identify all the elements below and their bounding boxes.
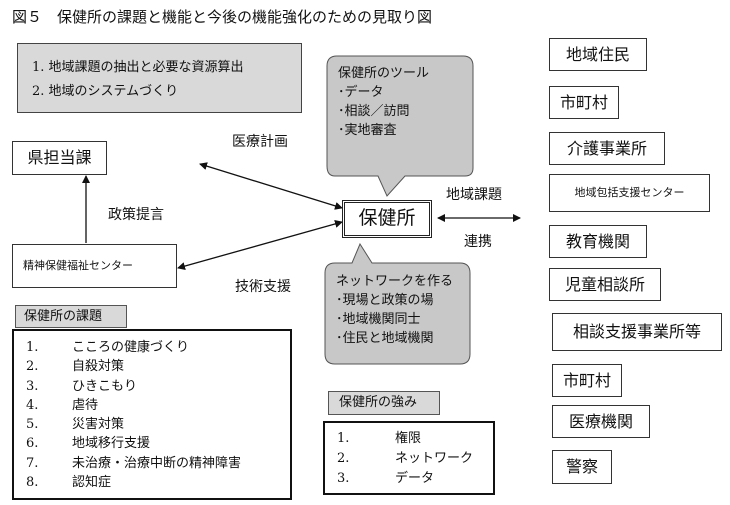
- label-policy: 政策提言: [108, 207, 164, 223]
- strength-text: ネットワーク: [395, 451, 474, 466]
- right-node: 児童相談所: [549, 268, 661, 301]
- health-center-label: 保健所: [358, 207, 416, 229]
- strength-num: 3.: [337, 471, 350, 486]
- label-regional-issues: 地域課題: [446, 187, 502, 203]
- strength-item: 1. 権限: [337, 429, 493, 449]
- regional-tasks-box: 1. 地域課題の抽出と必要な資源算出 2. 地域のシステムづくり: [17, 43, 302, 113]
- pref-office-node: 県担当課: [12, 141, 107, 175]
- arrow-tech-support: [177, 220, 343, 270]
- label-cooperation: 連携: [464, 234, 492, 250]
- figure-title: 図５ 保健所の課題と機能と今後の機能強化のための見取り図: [12, 8, 433, 26]
- label-tech-support: 技術支援: [235, 279, 291, 295]
- right-node: 地域住民: [549, 38, 647, 71]
- issue-item: 8. 認知症: [26, 473, 290, 492]
- issue-num: 7.: [26, 455, 39, 471]
- right-node-label: 市町村: [562, 371, 611, 390]
- right-node-label: 相談支援事業所等: [572, 322, 701, 341]
- network-item: ･地域機関同士: [336, 312, 421, 327]
- issue-num: 4.: [26, 397, 39, 413]
- issue-text: 未治療・治療中断の精神障害: [72, 455, 242, 471]
- strength-item: 3. データ: [337, 469, 493, 489]
- issue-text: こころの健康づくり: [72, 340, 190, 355]
- strength-num: 2.: [337, 451, 350, 466]
- right-node: 介護事業所: [549, 132, 665, 165]
- issue-text: 認知症: [72, 475, 112, 491]
- issue-text: 災害対策: [72, 417, 125, 433]
- right-node: 地域包括支援センター: [549, 174, 710, 212]
- tool-item: ･実地審査: [338, 123, 397, 138]
- right-node-label: 地域包括支援センター: [574, 186, 685, 199]
- issue-num: 1.: [26, 340, 39, 355]
- issue-num: 6.: [26, 436, 39, 452]
- right-node-label: 地域住民: [565, 45, 630, 64]
- strength-text: 権限: [395, 431, 422, 446]
- tools-bubble-shape: [326, 55, 474, 197]
- tool-item: ･相談／訪問: [338, 104, 410, 119]
- tools-title: 保健所のツール: [338, 66, 430, 81]
- health-center-node: 保健所: [342, 200, 432, 238]
- issue-item: 5. 災害対策: [26, 415, 290, 434]
- issue-item: 1. こころの健康づくり: [26, 338, 290, 357]
- issues-box: 1. こころの健康づくり 2. 自殺対策 3. ひきこもり 4. 虐待 5. 災害対策 6…: [12, 329, 292, 500]
- network-item: ･現場と政策の場: [336, 293, 434, 308]
- network-title: ネットワークを作る: [336, 274, 454, 289]
- strengths-header-label: 保健所の強み: [339, 395, 418, 410]
- right-node-label: 教育機関: [565, 232, 630, 251]
- strength-item: 2. ネットワーク: [337, 449, 493, 469]
- strength-text: データ: [395, 471, 435, 486]
- right-node: 市町村: [552, 364, 622, 397]
- right-node: 市町村: [549, 86, 619, 119]
- strengths-header: 保健所の強み: [328, 391, 440, 415]
- issue-item: 4. 虐待: [26, 396, 290, 415]
- issue-item: 3. ひきこもり: [26, 377, 290, 396]
- right-node-label: 児童相談所: [564, 275, 645, 294]
- issue-item: 2. 自殺対策: [26, 357, 290, 376]
- issues-header: 保健所の課題: [15, 305, 127, 328]
- issue-item: 6. 地域移行支援: [26, 434, 290, 453]
- arrow-medical-plan: [199, 162, 343, 210]
- issue-text: 地域移行支援: [72, 436, 151, 452]
- right-node: 医療機関: [552, 405, 650, 438]
- network-bubble: ネットワークを作る ･現場と政策の場 ･地域機関同士 ･住民と地域機関: [336, 272, 466, 348]
- issue-num: 3.: [26, 378, 39, 394]
- issue-num: 5.: [26, 417, 39, 433]
- issue-text: 虐待: [72, 397, 99, 413]
- tool-item: ･データ: [338, 85, 384, 100]
- right-node: 教育機関: [549, 225, 647, 258]
- mental-health-center-node: 精神保健福祉センター: [12, 244, 177, 288]
- right-node-label: 市町村: [559, 93, 608, 112]
- right-node-label: 警察: [565, 457, 598, 476]
- strengths-box: 1. 権限 2. ネットワーク 3. データ: [323, 421, 495, 495]
- right-node-label: 介護事業所: [566, 139, 647, 158]
- issue-num: 8.: [26, 475, 39, 491]
- mental-health-center-label: 精神保健福祉センター: [23, 259, 133, 272]
- right-node: 警察: [552, 450, 612, 484]
- network-item: ･住民と地域機関: [336, 331, 434, 346]
- right-node: 相談支援事業所等: [552, 313, 722, 351]
- strength-num: 1.: [337, 431, 350, 446]
- issues-header-label: 保健所の課題: [24, 309, 103, 324]
- issue-item: 7. 未治療・治療中断の精神障害: [26, 454, 290, 473]
- regional-task-item: 1. 地域課題の抽出と必要な資源算出: [32, 60, 244, 75]
- issue-text: 自殺対策: [72, 359, 125, 375]
- right-node-label: 医療機関: [568, 412, 633, 431]
- tools-bubble: 保健所のツール ･データ ･相談／訪問 ･実地審査: [338, 64, 468, 140]
- regional-task-item: 2. 地域のシステムづくり: [32, 84, 179, 99]
- pref-office-label: 県担当課: [27, 148, 92, 167]
- label-medical-plan: 医療計画: [232, 134, 288, 150]
- issue-num: 2.: [26, 359, 39, 375]
- issue-text: ひきこもり: [72, 378, 138, 394]
